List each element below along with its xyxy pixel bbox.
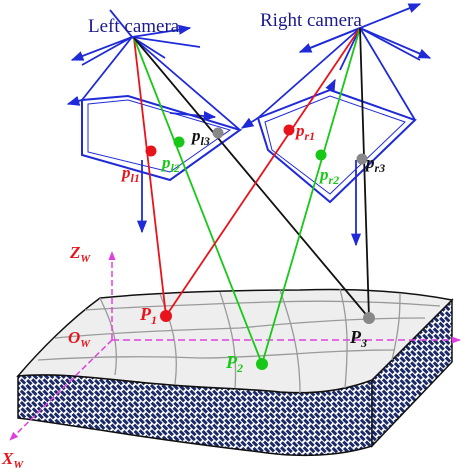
ray-right-red bbox=[165, 27, 361, 317]
P1-dot bbox=[160, 310, 172, 322]
ground-top-surface bbox=[16, 288, 454, 394]
label-zw: ZW bbox=[69, 243, 91, 265]
ground-block bbox=[16, 288, 454, 457]
world-axes bbox=[9, 251, 461, 441]
image-point-markers bbox=[145, 124, 368, 165]
label-pl3: pl3 bbox=[190, 126, 210, 148]
label-P2: P2 bbox=[225, 352, 243, 375]
left-camera-label: Left camera bbox=[88, 16, 180, 37]
pr2-dot bbox=[315, 149, 327, 161]
right-image-plane bbox=[256, 88, 417, 204]
label-ow: OW bbox=[68, 328, 91, 350]
ray-right-black bbox=[359, 27, 370, 319]
pr3-dot bbox=[356, 153, 368, 165]
P2-dot bbox=[256, 358, 268, 370]
pr1-dot bbox=[283, 124, 295, 136]
label-pr3: pr3 bbox=[364, 153, 385, 175]
label-pl1: pl1 bbox=[120, 163, 140, 185]
label-P1: P1 bbox=[139, 304, 157, 327]
ray-left-red bbox=[133, 37, 167, 317]
left-camera bbox=[66, 9, 243, 234]
label-pr1: pr1 bbox=[294, 121, 315, 143]
label-P3: P3 bbox=[349, 327, 367, 350]
label-xw: XW bbox=[1, 449, 24, 471]
pl1-dot bbox=[145, 145, 157, 157]
label-pr2: pr2 bbox=[318, 165, 339, 187]
pl2-dot bbox=[173, 136, 185, 148]
P3-dot bbox=[363, 312, 375, 324]
x-axis bbox=[9, 339, 113, 441]
projection-rays bbox=[133, 27, 370, 365]
right-camera-label: Right camera bbox=[260, 10, 362, 31]
right-camera bbox=[240, 3, 432, 247]
surface-mesh bbox=[37, 288, 441, 394]
left-image-plane bbox=[81, 94, 243, 182]
ray-right-green bbox=[261, 27, 361, 365]
pl3-dot bbox=[212, 127, 224, 139]
label-pl2: pl2 bbox=[160, 153, 180, 175]
world-point-markers bbox=[160, 310, 375, 370]
ray-left-black bbox=[133, 37, 370, 319]
ray-left-green bbox=[133, 37, 263, 365]
